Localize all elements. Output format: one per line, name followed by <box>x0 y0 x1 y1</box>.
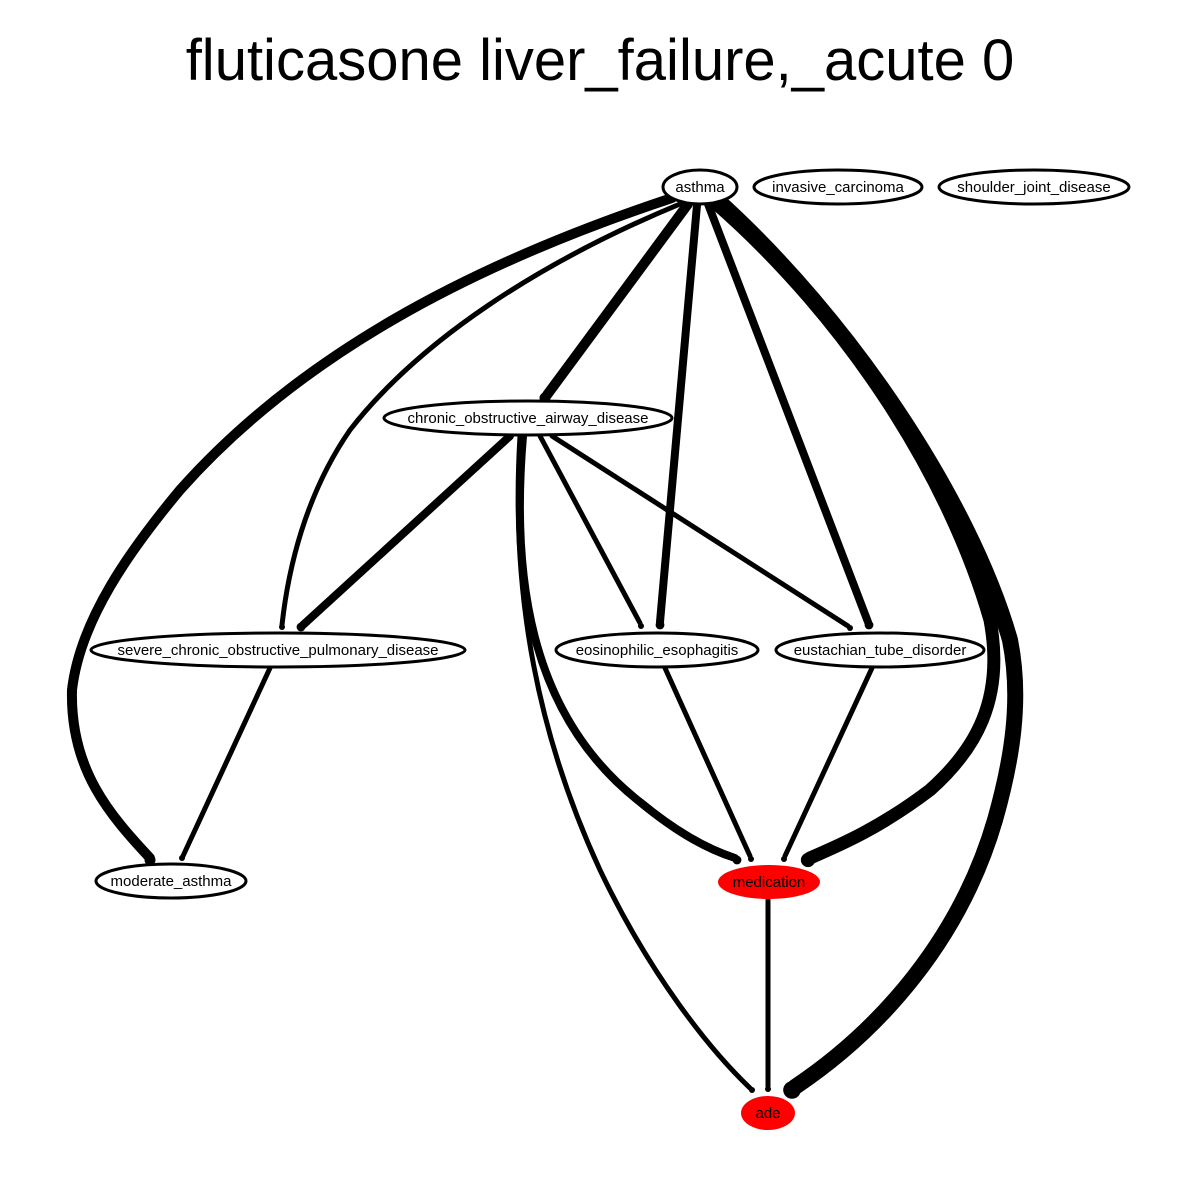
node-ellipse <box>382 399 674 437</box>
edge-line <box>656 201 701 626</box>
edge-line <box>66 193 677 863</box>
node-ellipse <box>741 1096 795 1130</box>
edge-arrowhead <box>800 852 816 868</box>
node-ellipse <box>718 865 820 899</box>
edge-asthma-to-medication <box>706 194 1001 868</box>
node-ellipse <box>937 168 1131 206</box>
node-severe-chronic-obstructive-pulmonary-disease: severe_chronic_obstructive_pulmonary_dis… <box>89 631 467 669</box>
edge-arrowhead <box>847 625 853 631</box>
node-chronic-obstructive-airway-disease: chronic_obstructive_airway_disease <box>382 399 674 437</box>
node-ellipse <box>661 168 739 206</box>
edge-eosinophilic_esophagitis-to-medication <box>662 665 754 862</box>
edge-arrowhead <box>732 855 742 865</box>
edge-chronic_obstructive_airway_disease-to-severe_chronic_obstructive_pulmonary_disease <box>296 432 514 632</box>
edge-asthma-to-severe_chronic_obstructive_pulmonary_disease <box>279 201 683 630</box>
edge-asthma-to-eustachian_tube_disorder <box>704 200 874 630</box>
node-label: asthma <box>675 179 725 196</box>
node-layer: asthma invasive_carcinoma shoulder_joint_d… <box>89 168 1131 1130</box>
node-ellipse <box>774 631 986 669</box>
node-ellipse <box>89 631 467 669</box>
edge-arrowhead <box>864 620 874 630</box>
edge-arrowhead <box>748 856 754 862</box>
node-label: eustachian_tube_disorder <box>794 642 967 659</box>
node-ade: ade <box>741 1096 795 1130</box>
edge-arrowhead <box>783 1081 801 1099</box>
edge-eustachian_tube_disorder-to-medication <box>781 665 875 862</box>
node-eosinophilic-esophagitis: eosinophilic_esophagitis <box>554 631 760 669</box>
edge-line <box>180 665 273 859</box>
node-label: moderate_asthma <box>111 873 233 890</box>
edge-medication-to-ade <box>765 897 771 1092</box>
edge-arrowhead <box>781 856 787 862</box>
node-label: chronic_obstructive_airway_disease <box>408 410 649 427</box>
node-label: eosinophilic_esophagitis <box>576 642 739 659</box>
graph-title: fluticasone liver_failure,_acute 0 <box>185 28 1015 93</box>
node-shoulder-joint-disease: shoulder_joint_disease <box>937 168 1131 206</box>
edge-line <box>542 199 693 400</box>
node-eustachian-tube-disorder: eustachian_tube_disorder <box>774 631 986 669</box>
node-asthma: asthma <box>661 168 739 206</box>
node-label: ade <box>755 1105 780 1122</box>
edge-asthma-to-moderate_asthma <box>66 193 677 866</box>
edge-arrowhead <box>655 620 665 630</box>
edge-severe_chronic_obstructive_pulmonary_disease-to-moderate_asthma <box>179 665 273 861</box>
edge-line <box>549 433 851 629</box>
edge-arrowhead <box>638 623 644 629</box>
edge-line <box>515 433 753 1091</box>
edge-line <box>662 665 753 859</box>
edge-chronic_obstructive_airway_disease-to-eustachian_tube_disorder <box>549 433 853 631</box>
node-ellipse <box>554 631 760 669</box>
edge-line <box>782 665 875 859</box>
node-ellipse <box>752 168 924 206</box>
node-label: medication <box>733 874 806 891</box>
edge-arrowhead <box>765 1086 771 1092</box>
edge-layer <box>66 192 1024 1099</box>
edge-arrowhead <box>296 622 306 632</box>
edge-line <box>706 194 1001 865</box>
edge-arrowhead <box>144 854 156 866</box>
edge-arrowhead <box>279 624 285 630</box>
node-label: invasive_carcinoma <box>772 179 904 196</box>
node-medication: medication <box>718 865 820 899</box>
edge-line <box>704 200 872 626</box>
node-label: shoulder_joint_disease <box>957 179 1110 196</box>
edge-asthma-to-ade <box>709 192 1024 1099</box>
edge-asthma-to-eosinophilic_esophagitis <box>655 201 701 630</box>
node-label: severe_chronic_obstructive_pulmonary_dis… <box>117 642 438 659</box>
edge-arrowhead <box>749 1087 755 1093</box>
node-ellipse <box>94 862 248 900</box>
node-invasive-carcinoma: invasive_carcinoma <box>752 168 924 206</box>
node-moderate-asthma: moderate_asthma <box>94 862 248 900</box>
edge-line <box>537 433 643 626</box>
edge-chronic_obstructive_airway_disease-to-eosinophilic_esophagitis <box>537 433 644 629</box>
edge-chronic_obstructive_airway_disease-to-ade <box>515 433 755 1093</box>
edge-line <box>279 201 683 628</box>
edge-arrowhead <box>179 855 185 861</box>
edge-line <box>299 432 514 629</box>
edge-line <box>709 192 1024 1095</box>
